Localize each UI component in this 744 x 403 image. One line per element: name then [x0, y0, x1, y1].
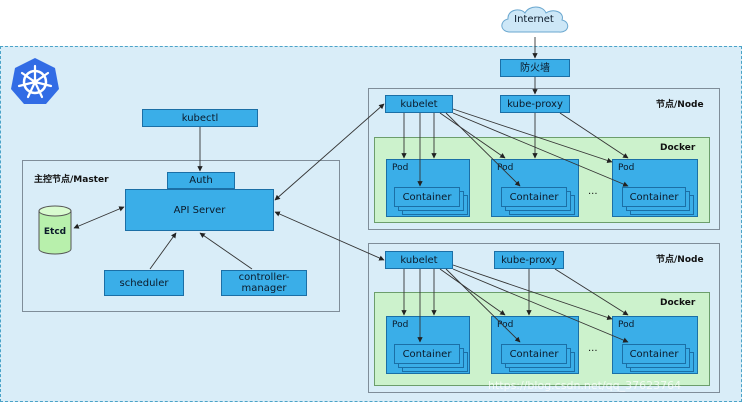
auth-box: Auth — [167, 172, 235, 189]
node-1-pod-2: Pod Container — [491, 159, 579, 219]
node-1-ellipsis: ... — [588, 186, 598, 197]
node-2-kubelet: kubelet — [385, 251, 453, 269]
etcd-store: Etcd — [38, 205, 72, 255]
database-cylinder-icon — [38, 205, 72, 255]
node-2-pod-1: Pod Container — [386, 316, 470, 376]
container-box: Container — [394, 344, 460, 364]
node-2-docker-title: Docker — [660, 298, 696, 308]
node-1-pod-1: Pod Container — [386, 159, 470, 219]
pod-label: Pod — [618, 163, 635, 173]
master-title: 主控节点/Master — [34, 175, 109, 185]
cloud-icon — [501, 6, 569, 33]
node-2-ellipsis: ... — [588, 343, 598, 354]
kubernetes-helm-icon — [11, 58, 59, 104]
pod-label: Pod — [497, 320, 514, 330]
kubectl-box: kubectl — [142, 109, 258, 127]
node-1-kube-proxy: kube-proxy — [500, 95, 570, 113]
container-box: Container — [622, 344, 686, 364]
etcd-label: Etcd — [43, 226, 67, 237]
kubernetes-logo — [10, 56, 60, 106]
node-2-title: 节点/Node — [656, 255, 704, 265]
pod-label: Pod — [497, 163, 514, 173]
controller-manager-box: controller- manager — [221, 270, 307, 296]
node-2-pod-3: Pod Container — [612, 316, 698, 376]
controller-manager-line2: manager — [241, 283, 287, 294]
container-box: Container — [394, 187, 460, 207]
api-server-box: API Server — [125, 189, 274, 231]
controller-manager-line1: controller- — [238, 272, 290, 283]
pod-label: Pod — [392, 163, 409, 173]
node-1-title: 节点/Node — [656, 100, 704, 110]
scheduler-box: scheduler — [104, 270, 184, 296]
node-1-docker-title: Docker — [660, 143, 696, 153]
watermark: https://blog.csdn.net/qq_37623764 — [488, 379, 682, 392]
internet-cloud: Internet — [496, 4, 572, 38]
firewall-box: 防火墙 — [500, 59, 570, 77]
node-2-kube-proxy: kube-proxy — [494, 251, 564, 269]
node-1-kubelet: kubelet — [385, 95, 453, 113]
internet-label: Internet — [514, 13, 554, 25]
pod-label: Pod — [392, 320, 409, 330]
node-2-pod-2: Pod Container — [491, 316, 579, 376]
container-box: Container — [622, 187, 686, 207]
node-1-pod-3: Pod Container — [612, 159, 698, 219]
container-box: Container — [501, 344, 567, 364]
pod-label: Pod — [618, 320, 635, 330]
container-box: Container — [501, 187, 567, 207]
